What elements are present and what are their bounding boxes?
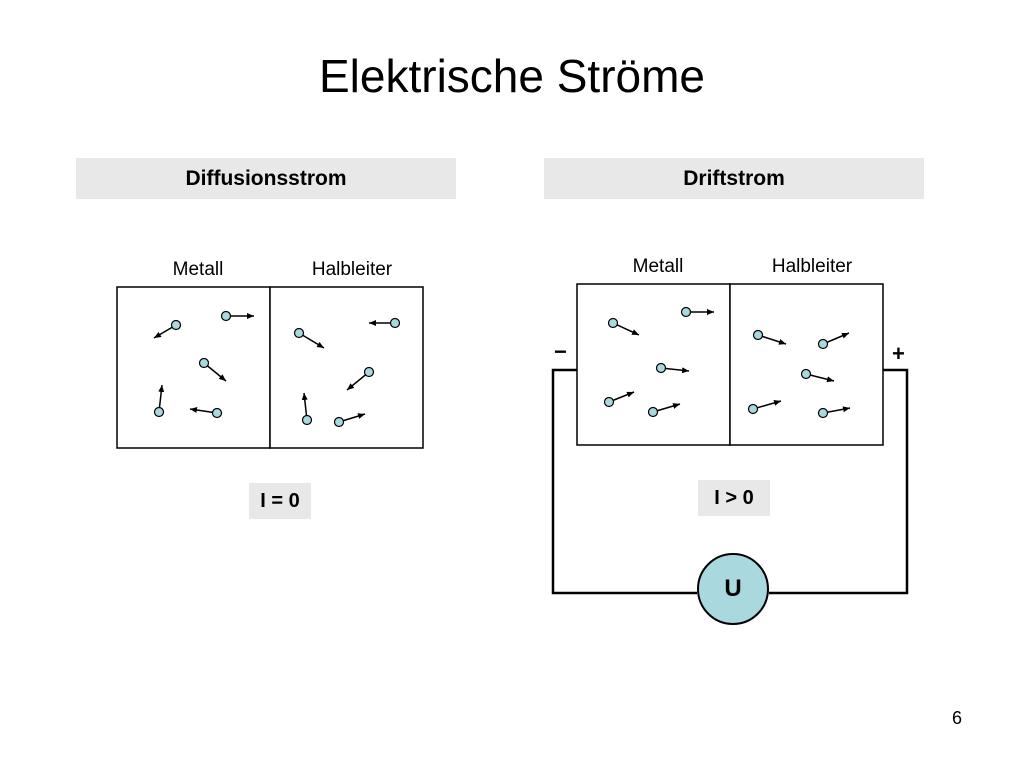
charge-carrier [817, 332, 850, 350]
electron-dot [333, 416, 345, 428]
electron-dot [607, 317, 619, 329]
charge-carrier [752, 329, 787, 345]
diffusion-current-label: I = 0 [249, 483, 311, 519]
drift-metal-label: Metall [632, 256, 684, 277]
electron-dot [603, 396, 615, 408]
electron-dot [153, 406, 165, 418]
charge-carrier [607, 317, 640, 336]
charge-carrier [655, 362, 690, 374]
page-number: 6 [951, 708, 962, 728]
electron-dot [293, 327, 305, 339]
circuit-wire [551, 368, 909, 595]
charge-carrier [198, 357, 227, 382]
charge-carrier [189, 407, 223, 419]
electron-dot [817, 407, 829, 419]
drift-boxes [576, 283, 884, 446]
voltage-source-label: U [724, 575, 742, 602]
drift-semiconductor-label: Halbleiter [771, 256, 853, 277]
charge-carrier [301, 392, 313, 426]
electron-dot [198, 357, 210, 369]
drift-metal-box [576, 283, 731, 446]
charge-carrier [747, 400, 782, 415]
charge-carrier [346, 366, 375, 391]
voltage-source: U [697, 553, 769, 625]
electron-dot [747, 403, 759, 415]
electron-dot [211, 407, 223, 419]
diffusion-semiconductor-box [269, 286, 424, 449]
electron-dot [389, 317, 401, 329]
electron-dot [800, 368, 812, 380]
charge-carrier [333, 413, 366, 428]
plus-terminal-sign: + [892, 341, 905, 366]
diffusion-boxes [116, 286, 424, 449]
charge-carrier [603, 391, 635, 408]
charge-carrier [800, 368, 835, 383]
charge-carrier [220, 310, 254, 322]
page-title: Elektrische Ströme [318, 50, 705, 102]
charge-carrier [153, 319, 182, 339]
drift-header: Driftstrom [544, 158, 924, 199]
electron-dot [655, 362, 667, 374]
diffusion-metal-box [116, 286, 271, 449]
diffusion-header: Diffusionsstrom [76, 158, 456, 199]
charge-carrier [680, 306, 714, 318]
electron-dot [363, 366, 375, 378]
electron-dot [220, 310, 232, 322]
electron-dot [752, 329, 764, 341]
charge-carrier [153, 384, 165, 418]
diffusion-semiconductor-label: Halbleiter [311, 259, 393, 280]
electron-dot [680, 306, 692, 318]
diffusion-metal-label: Metall [172, 259, 224, 280]
charge-carrier [817, 406, 851, 419]
electron-dot [301, 414, 313, 426]
electron-dot [817, 338, 829, 350]
minus-terminal-sign: − [554, 339, 567, 364]
particles [153, 306, 851, 428]
drift-semiconductor-box [729, 283, 884, 446]
drift-current-label: I > 0 [698, 480, 770, 516]
electron-dot [170, 319, 182, 331]
electron-dot [647, 406, 659, 418]
charge-carrier [369, 317, 401, 329]
charge-carrier [293, 327, 325, 349]
charge-carrier [647, 403, 681, 418]
